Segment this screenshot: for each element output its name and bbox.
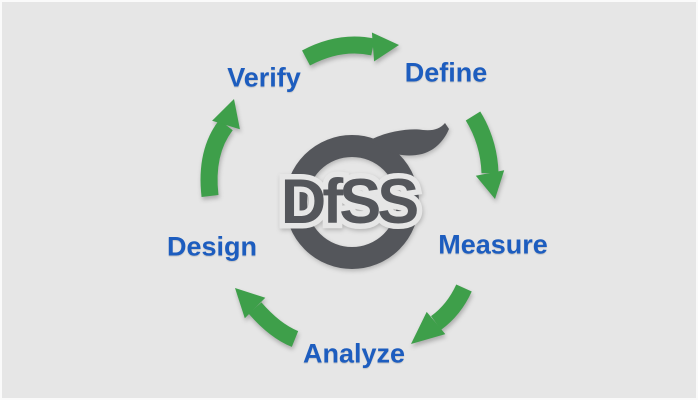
- sigma-logo-icon: DfSS: [275, 123, 449, 269]
- stage-label-analyze: Analyze: [302, 338, 406, 369]
- arrow-verify-to-define-icon: [302, 32, 399, 66]
- arrow-define-to-measure-icon: [465, 111, 505, 199]
- arrow-measure-to-analyze-icon: [411, 284, 472, 344]
- stage-label-measure: Measure: [438, 229, 548, 260]
- arrow-analyze-to-design-icon: [235, 288, 299, 347]
- stage-label-design: Design: [166, 231, 258, 262]
- stage-label-verify: Verify: [227, 62, 301, 93]
- logo-text: DfSS: [281, 167, 417, 237]
- arrow-design-to-verify-icon: [200, 99, 240, 197]
- stage-label-define: Define: [404, 57, 488, 88]
